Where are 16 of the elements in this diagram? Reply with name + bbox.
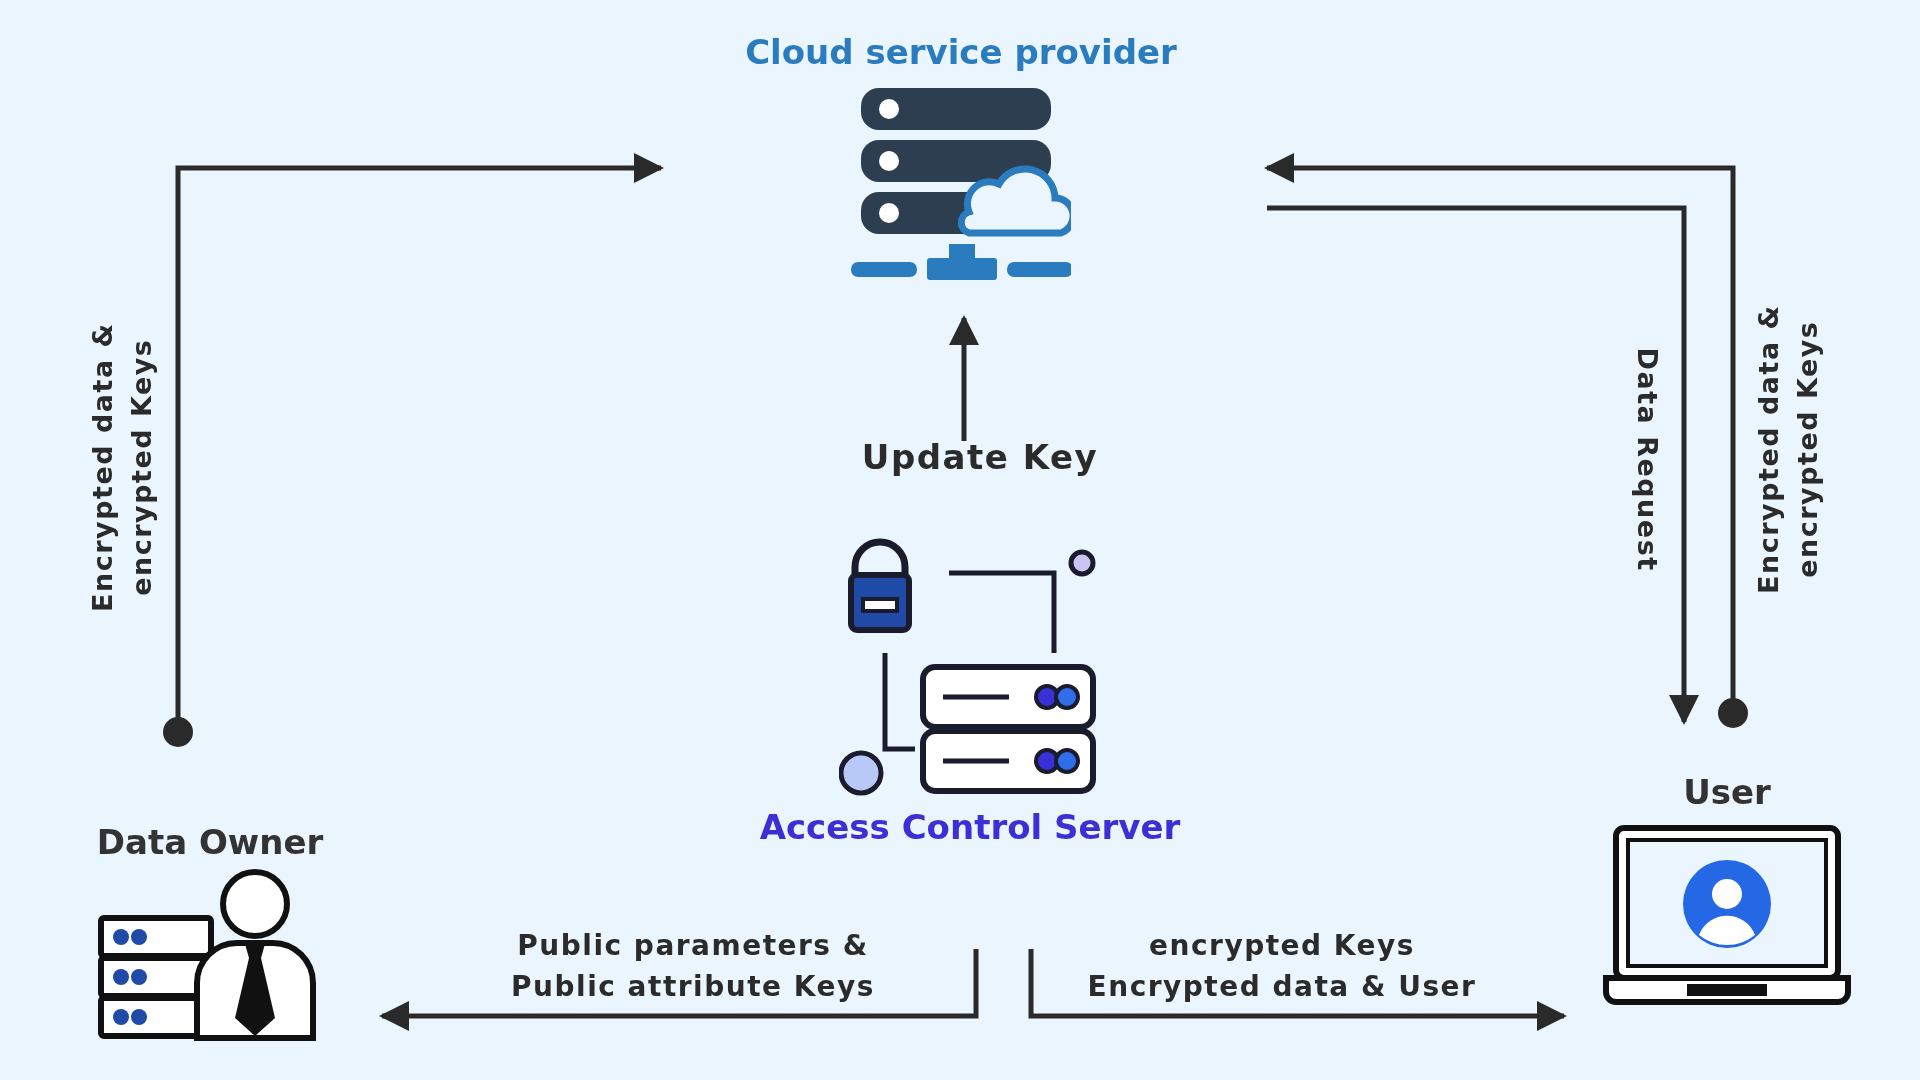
arrow (1267, 205, 1699, 725)
node-title: User (1683, 772, 1771, 812)
arrow (1264, 153, 1748, 728)
edge-label: Data Request (1630, 346, 1664, 574)
arrow (1028, 949, 1567, 1031)
edge-label: Public parameters & Public attribute Keys (510, 928, 876, 1005)
edge-label: Encrypted data & encrypted Keys (85, 321, 158, 614)
node-title: Cloud service provider (745, 32, 1177, 72)
arrow (949, 315, 979, 441)
node-title: Data Owner (96, 822, 324, 862)
node-title: Access Control Server (759, 807, 1181, 847)
edge-label: Encrypted data & encrypted Keys (1751, 303, 1824, 596)
edge-label: encrypted Keys Encrypted data & User (1086, 928, 1478, 1005)
edge-label: Update Key (860, 436, 1100, 479)
arrow (379, 949, 979, 1031)
arrow (163, 153, 664, 747)
